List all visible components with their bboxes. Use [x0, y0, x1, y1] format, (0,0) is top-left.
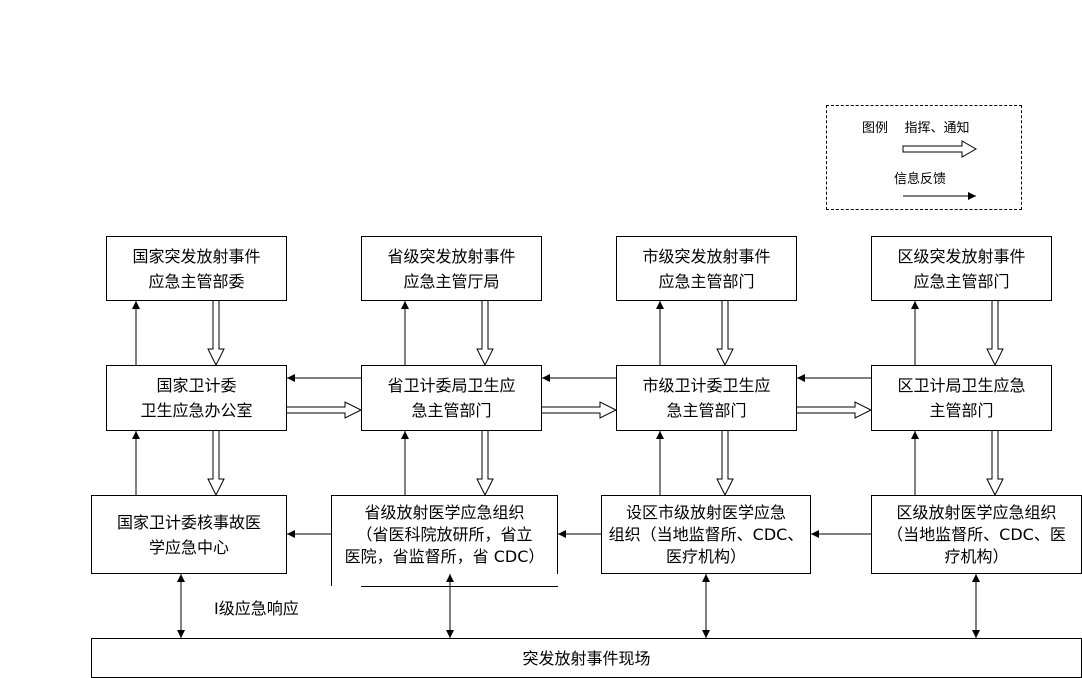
command-arrow-national-down-1 — [207, 299, 225, 367]
node-text: 突发放射事件现场 — [522, 648, 651, 668]
command-arrow-province-to-city — [540, 401, 618, 419]
node-text: 急主管部门 — [411, 401, 492, 420]
node-text: 省卫计委局卫生应 — [387, 376, 516, 395]
node-district-org: 区级放射医学应急组织 （当地监督所、CDC、医 疗机构） — [871, 495, 1082, 574]
command-arrow-province-down-1 — [476, 299, 494, 367]
command-arrow-national-down-2 — [207, 429, 225, 497]
node-city-office: 市级卫计委卫生应 急主管部门 — [616, 365, 797, 431]
command-arrow-national-to-province — [285, 401, 363, 419]
node-city-dept: 市级突发放射事件 应急主管部门 — [616, 236, 797, 301]
command-arrow-province-down-2 — [476, 429, 494, 497]
node-text: 省级突发放射事件 — [387, 246, 516, 266]
node-text: 省级放射医学应急组织 — [364, 503, 525, 522]
node-text: 应急主管部门 — [913, 271, 1010, 291]
node-text: （当地监督所、CDC、医 — [887, 524, 1066, 544]
node-text: 疗机构） — [944, 546, 1009, 566]
node-text: 组织（当地监督所、CDC、 — [608, 524, 804, 544]
province-org-side-rule — [331, 574, 332, 586]
legend-command-text: 指挥、通知 — [904, 121, 970, 136]
node-district-office: 区卫计局卫生应急 主管部门 — [871, 365, 1052, 431]
command-arrow-city-to-district — [795, 401, 873, 419]
node-text: 设区市级放射医学应急 — [625, 502, 786, 522]
legend-box: 图例 指挥、通知 信息反馈 — [826, 105, 1022, 210]
node-text: 市级卫计委卫生应 — [642, 376, 771, 395]
node-national-office: 国家卫计委 卫生应急办公室 — [106, 365, 287, 431]
node-province-dept: 省级突发放射事件 应急主管厅局 — [361, 236, 542, 301]
node-text: （省医科院放研所，省立 — [356, 525, 533, 544]
node-text: 主管部门 — [929, 401, 994, 420]
province-org-bottom-rule — [361, 586, 558, 587]
node-national-center: 国家卫计委核事故医 学应急中心 — [91, 495, 287, 574]
node-text: 应急主管部委 — [148, 271, 245, 291]
node-district-dept: 区级突发放射事件 应急主管部门 — [871, 236, 1052, 301]
node-text: 医疗机构） — [665, 546, 746, 566]
node-text: 区级突发放射事件 — [897, 246, 1026, 266]
node-text: 学应急中心 — [148, 537, 229, 557]
node-scene: 突发放射事件现场 — [91, 638, 1082, 678]
command-arrow-district-down-2 — [986, 429, 1004, 497]
node-text: 区卫计局卫生应急 — [897, 376, 1026, 395]
node-national-dept: 国家突发放射事件 应急主管部委 — [106, 236, 287, 301]
node-text: 卫生应急办公室 — [140, 401, 253, 420]
node-province-org: 省级放射医学应急组织 （省医科院放研所，省立 医院，省监督所，省 CDC） — [331, 495, 558, 574]
node-province-office: 省卫计委局卫生应 急主管部门 — [361, 365, 542, 431]
node-text: 国家突发放射事件 — [132, 246, 261, 266]
legend-command-label: 图例 指挥、通知 — [862, 117, 970, 136]
command-arrow-city-down-1 — [716, 299, 734, 367]
node-text: 应急主管厅局 — [403, 271, 500, 291]
command-arrow-city-down-2 — [716, 429, 734, 497]
legend-prefix: 图例 — [862, 121, 889, 136]
node-text: 应急主管部门 — [658, 271, 755, 291]
command-arrow-district-down-1 — [986, 299, 1004, 367]
node-city-org: 设区市级放射医学应急 组织（当地监督所、CDC、 医疗机构） — [601, 495, 811, 574]
legend-feedback-label: 信息反馈 — [894, 172, 947, 187]
node-text: 市级突发放射事件 — [642, 246, 771, 266]
node-text: 区级放射医学应急组织 — [896, 502, 1057, 522]
node-text: 国家卫计委 — [156, 376, 237, 395]
response-level-label: Ⅰ级应急响应 — [214, 599, 299, 618]
node-text: 医院，省监督所，省 CDC） — [344, 547, 545, 566]
node-text: 急主管部门 — [666, 401, 747, 420]
node-text: 国家卫计委核事故医 — [116, 512, 261, 532]
